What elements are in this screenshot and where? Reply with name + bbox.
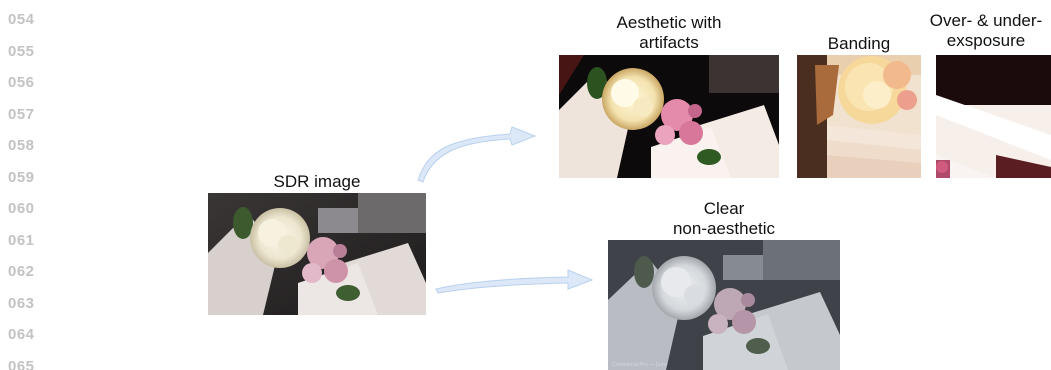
over-under-exposure-image	[936, 55, 1051, 178]
sdr-image-label: SDR image	[208, 172, 426, 192]
clear-non-aesthetic-image: Commercial Pro — Dune	[608, 240, 840, 370]
over-under-exposure-label: Over- & under- exsposure	[921, 11, 1051, 51]
line-number: 064	[8, 319, 35, 351]
line-number: 054	[8, 4, 35, 36]
line-number: 063	[8, 288, 35, 320]
line-number: 055	[8, 36, 35, 68]
image-watermark: Commercial Pro — Dune	[612, 362, 668, 368]
line-number: 062	[8, 256, 35, 288]
clear-non-aesthetic-label: Clear non-aesthetic	[608, 199, 840, 239]
line-number: 060	[8, 193, 35, 225]
banding-label: Banding	[797, 34, 921, 54]
line-number: 065	[8, 351, 35, 370]
line-number-gutter: 054 055 056 057 058 059 060 061 062 063 …	[8, 4, 35, 370]
line-number: 056	[8, 67, 35, 99]
line-number: 061	[8, 225, 35, 257]
banding-image	[797, 55, 921, 178]
aesthetic-with-artifacts-image	[559, 55, 779, 178]
line-number: 057	[8, 99, 35, 131]
arrow-to-aesthetic	[418, 127, 535, 182]
aesthetic-with-artifacts-label: Aesthetic with artifacts	[559, 13, 779, 53]
line-number: 059	[8, 162, 35, 194]
line-number: 058	[8, 130, 35, 162]
arrow-to-clear	[436, 270, 592, 293]
sdr-image	[208, 193, 426, 315]
